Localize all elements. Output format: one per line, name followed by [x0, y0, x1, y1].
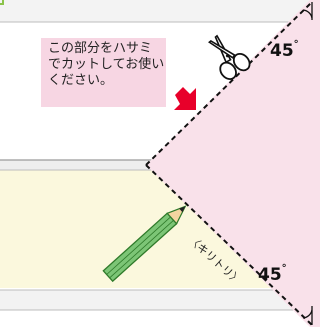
corner-angle-icon	[302, 306, 313, 325]
instruction-note	[41, 38, 166, 107]
cut-line-upper	[145, 1, 313, 166]
bottom-strip	[0, 290, 320, 310]
angle-value-top: 45	[270, 41, 294, 61]
corner-angle-icon	[302, 2, 313, 20]
instruction-line-1: この部分をハサミ	[48, 41, 153, 56]
instruction-line-2: でカットしてお使い	[48, 57, 165, 72]
angle-unit-top: °	[293, 39, 299, 50]
cut-line-lower	[145, 164, 313, 326]
angle-value-bottom: 45	[258, 265, 282, 285]
instruction-line-3: ください。	[48, 73, 114, 88]
arrow-icon	[174, 87, 196, 110]
top-strip	[0, 0, 320, 22]
angle-label-bottom: 45°	[258, 263, 287, 285]
pencil-icon	[102, 205, 187, 283]
angle-unit-bottom: °	[281, 263, 287, 274]
scissors-icon	[208, 34, 251, 80]
angle-label-top: 45°	[270, 39, 299, 61]
